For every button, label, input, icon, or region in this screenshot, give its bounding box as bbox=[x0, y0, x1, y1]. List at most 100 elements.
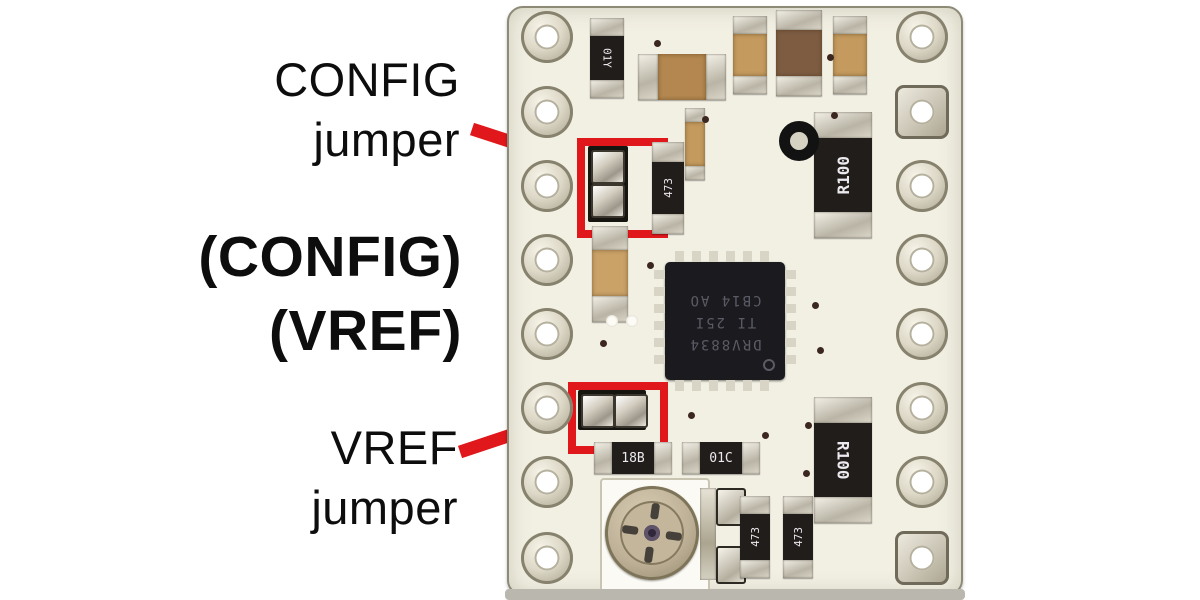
config-pin-label: (CONFIG) bbox=[198, 225, 462, 289]
solder-cap bbox=[776, 76, 822, 96]
through-hole bbox=[896, 11, 948, 63]
through-hole bbox=[521, 11, 573, 63]
solder-cap bbox=[733, 16, 767, 34]
resistor-473-marking: 473 bbox=[652, 162, 684, 214]
solder-cap bbox=[638, 54, 658, 100]
pcb-board: DRV8834 TI 25I CB14 AO R100 bbox=[507, 6, 963, 596]
through-hole bbox=[896, 308, 948, 360]
solder-cap bbox=[776, 10, 822, 30]
potentiometer-rotor bbox=[615, 496, 689, 570]
vref-jumper-label-line1: VREF bbox=[330, 421, 458, 474]
resistor-473: 473 bbox=[740, 496, 770, 578]
sense-resistor-top: R100 bbox=[814, 112, 872, 238]
resistor-01c-marking: 01C bbox=[700, 442, 742, 474]
config-jumper-pad bbox=[591, 184, 625, 218]
through-hole bbox=[521, 234, 573, 286]
marking-text: 01Y bbox=[600, 48, 614, 68]
config-jumper-pad bbox=[591, 150, 625, 184]
capacitor-body bbox=[658, 54, 706, 100]
rotor-slot bbox=[665, 530, 683, 542]
solder-cap bbox=[742, 442, 760, 474]
solder-cap bbox=[740, 560, 770, 578]
square-pad-through-hole bbox=[895, 85, 949, 139]
solder-cap bbox=[783, 496, 813, 514]
board-shadow bbox=[505, 589, 965, 600]
config-jumper-label-line2: jumper bbox=[313, 113, 460, 167]
solder-cap bbox=[833, 76, 867, 94]
solder-cap bbox=[685, 166, 705, 180]
through-hole bbox=[521, 86, 573, 138]
mounting-via-ring bbox=[779, 121, 819, 161]
through-hole bbox=[521, 382, 573, 434]
chip-pins-top bbox=[675, 251, 775, 262]
sense-resistor-bottom: R100 bbox=[814, 397, 872, 523]
resistor-473: 473 bbox=[652, 142, 684, 234]
pin-function-labels: (CONFIG) (VREF) bbox=[198, 220, 462, 368]
rotor-center bbox=[642, 523, 662, 543]
marking-text: 473 bbox=[661, 178, 675, 198]
ceramic-capacitor bbox=[833, 16, 867, 94]
via-dot bbox=[817, 347, 824, 354]
via-dot bbox=[805, 422, 812, 429]
marking-text: R100 bbox=[833, 440, 853, 480]
resistor-18b-marking: 18B bbox=[612, 442, 654, 474]
drv8834-driver-chip: DRV8834 TI 25I CB14 AO bbox=[654, 251, 796, 391]
solder-cap bbox=[783, 560, 813, 578]
sense-resistor-top-marking: R100 bbox=[814, 138, 872, 212]
through-hole bbox=[521, 532, 573, 584]
rotor-slot bbox=[621, 524, 639, 536]
marking-text: R100 bbox=[833, 155, 853, 195]
through-hole bbox=[896, 160, 948, 212]
vref-jumper-label: VREF jumper bbox=[311, 418, 458, 538]
chip-marking-line1: DRV8834 bbox=[688, 335, 762, 352]
solder-cap bbox=[590, 18, 624, 36]
solder-cap bbox=[814, 112, 872, 138]
square-pad-through-hole bbox=[895, 531, 949, 585]
solder-cap bbox=[652, 214, 684, 234]
capacitor-body bbox=[833, 34, 867, 76]
solder-cap bbox=[594, 442, 612, 474]
via-dot bbox=[654, 40, 661, 47]
capacitor-body bbox=[592, 250, 628, 296]
via-dot bbox=[688, 412, 695, 419]
through-hole bbox=[521, 160, 573, 212]
capacitor-body bbox=[733, 34, 767, 76]
solder-cap bbox=[590, 80, 624, 98]
through-hole bbox=[521, 308, 573, 360]
solder-cap bbox=[740, 496, 770, 514]
via-dot bbox=[803, 470, 810, 477]
solder-cap bbox=[814, 212, 872, 238]
ceramic-capacitor bbox=[776, 10, 822, 96]
vref-jumper-padset bbox=[578, 390, 648, 430]
chip-marking-line2: TI 25I bbox=[693, 313, 757, 330]
marking-text: 18B bbox=[621, 450, 645, 466]
through-hole bbox=[896, 382, 948, 434]
resistor-473-marking: 473 bbox=[740, 514, 770, 560]
potentiometer-tab bbox=[700, 488, 716, 580]
ceramic-capacitor-horizontal bbox=[638, 54, 726, 100]
chip-pins-right bbox=[785, 270, 796, 372]
silkscreen-dot bbox=[606, 315, 618, 327]
marking-text: 473 bbox=[791, 527, 805, 547]
rotor-slot bbox=[643, 546, 655, 564]
chip-pin1-mark-icon bbox=[763, 359, 775, 371]
through-hole bbox=[896, 456, 948, 508]
resistor-473: 473 bbox=[783, 496, 813, 578]
solder-cap bbox=[814, 497, 872, 523]
solder-cap bbox=[592, 226, 628, 250]
silkscreen-dot bbox=[626, 315, 638, 327]
solder-cap bbox=[685, 108, 705, 122]
vref-pin-label: (VREF) bbox=[269, 299, 462, 364]
resistor-18b: 18B bbox=[594, 442, 672, 474]
ceramic-capacitor bbox=[733, 16, 767, 94]
marking-text: 473 bbox=[748, 527, 762, 547]
marking-text: 01C bbox=[709, 450, 733, 466]
chip-marking-line3: CB14 AO bbox=[688, 292, 762, 309]
resistor-01c: 01C bbox=[682, 442, 760, 474]
via-dot bbox=[600, 340, 607, 347]
vref-jumper-pad bbox=[614, 394, 648, 428]
capacitor-body bbox=[685, 122, 705, 166]
solder-cap bbox=[654, 442, 672, 474]
through-hole bbox=[521, 456, 573, 508]
